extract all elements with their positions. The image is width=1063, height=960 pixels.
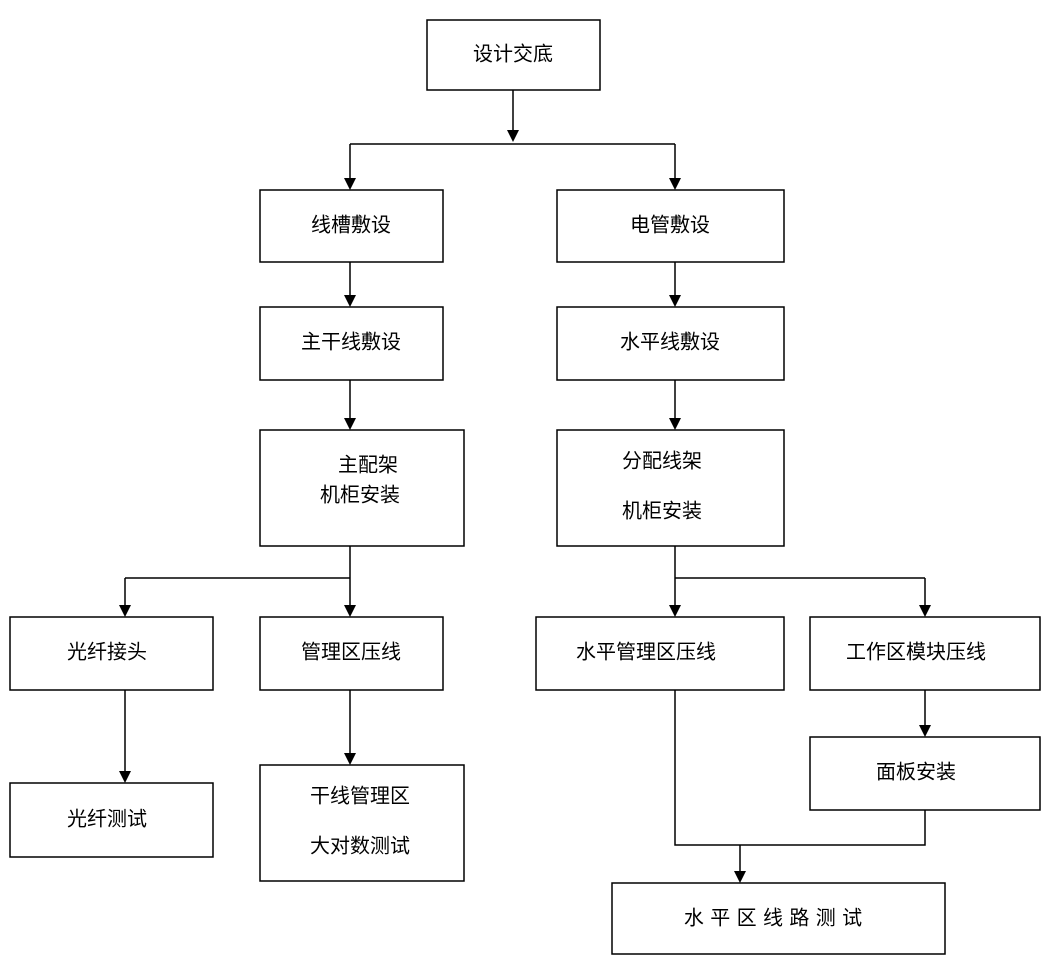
arrowhead xyxy=(344,295,356,307)
node-fiber-test: 光纤测试 xyxy=(9,782,214,858)
arrowhead xyxy=(119,605,131,617)
connectors xyxy=(124,90,926,873)
arrowhead xyxy=(669,418,681,430)
node-horiz-mgmt-crimp-label: 水平管理区压线 xyxy=(576,640,716,664)
node-design: 设计交底 xyxy=(426,19,601,91)
arrowhead xyxy=(919,725,931,737)
node-mgmt-crimp: 管理区压线 xyxy=(259,616,444,691)
node-fiber-joint: 光纤接头 xyxy=(9,616,214,691)
node-trunking: 线槽敷设 xyxy=(259,189,444,263)
arrowhead xyxy=(734,871,746,883)
node-work-module-crimp: 工作区模块压线 xyxy=(809,616,1041,691)
node-horiz-test: 水 平 区 线 路 测 试 xyxy=(611,882,946,955)
arrowhead xyxy=(119,771,131,783)
arrowhead xyxy=(344,753,356,765)
node-horiz-mgmt-crimp: 水平管理区压线 xyxy=(535,616,785,691)
node-design-label: 设计交底 xyxy=(473,42,553,66)
node-trunk-test: 干线管理区 大对数测试 xyxy=(259,764,465,882)
node-work-module-crimp-label: 工作区模块压线 xyxy=(846,640,986,664)
arrowhead xyxy=(919,605,931,617)
node-horiz-test-label: 水 平 区 线 路 测 试 xyxy=(684,906,862,930)
node-main-frame-label-1: 主配架 xyxy=(338,453,398,477)
connector-merge-horiztest xyxy=(674,690,926,873)
node-trunking-label: 线槽敷设 xyxy=(311,213,391,237)
node-backbone-label: 主干线敷设 xyxy=(301,330,401,354)
node-fiber-joint-label: 光纤接头 xyxy=(67,640,147,664)
node-sub-frame: 分配线架 机柜安装 xyxy=(556,429,785,547)
node-main-frame-label-2: 机柜安装 xyxy=(320,483,400,507)
node-horizontal: 水平线敷设 xyxy=(556,306,785,381)
arrowhead xyxy=(344,605,356,617)
arrowhead xyxy=(669,605,681,617)
node-trunk-test-label-2: 大对数测试 xyxy=(310,834,410,858)
connector-subframe-split xyxy=(674,546,926,607)
node-horizontal-label: 水平线敷设 xyxy=(620,330,720,354)
node-conduit: 电管敷设 xyxy=(556,189,785,263)
connector-mainframe-split xyxy=(124,546,351,607)
node-main-frame: 主配架 机柜安装 xyxy=(259,429,465,547)
node-panel-install: 面板安装 xyxy=(809,736,1041,811)
connector-split-bar xyxy=(349,143,676,180)
arrowhead xyxy=(669,178,681,190)
node-fiber-test-label: 光纤测试 xyxy=(67,807,147,831)
node-sub-frame-label-2: 机柜安装 xyxy=(622,499,702,523)
arrowheads xyxy=(119,130,931,883)
node-trunk-test-label-1: 干线管理区 xyxy=(310,784,410,808)
node-panel-install-label: 面板安装 xyxy=(876,760,956,784)
arrowhead xyxy=(669,295,681,307)
node-mgmt-crimp-label: 管理区压线 xyxy=(301,640,401,664)
node-backbone: 主干线敷设 xyxy=(259,306,444,381)
node-conduit-label: 电管敷设 xyxy=(630,213,710,237)
arrowhead xyxy=(344,178,356,190)
arrowhead xyxy=(507,130,519,142)
arrowhead xyxy=(344,418,356,430)
node-sub-frame-label-1: 分配线架 xyxy=(622,449,702,473)
